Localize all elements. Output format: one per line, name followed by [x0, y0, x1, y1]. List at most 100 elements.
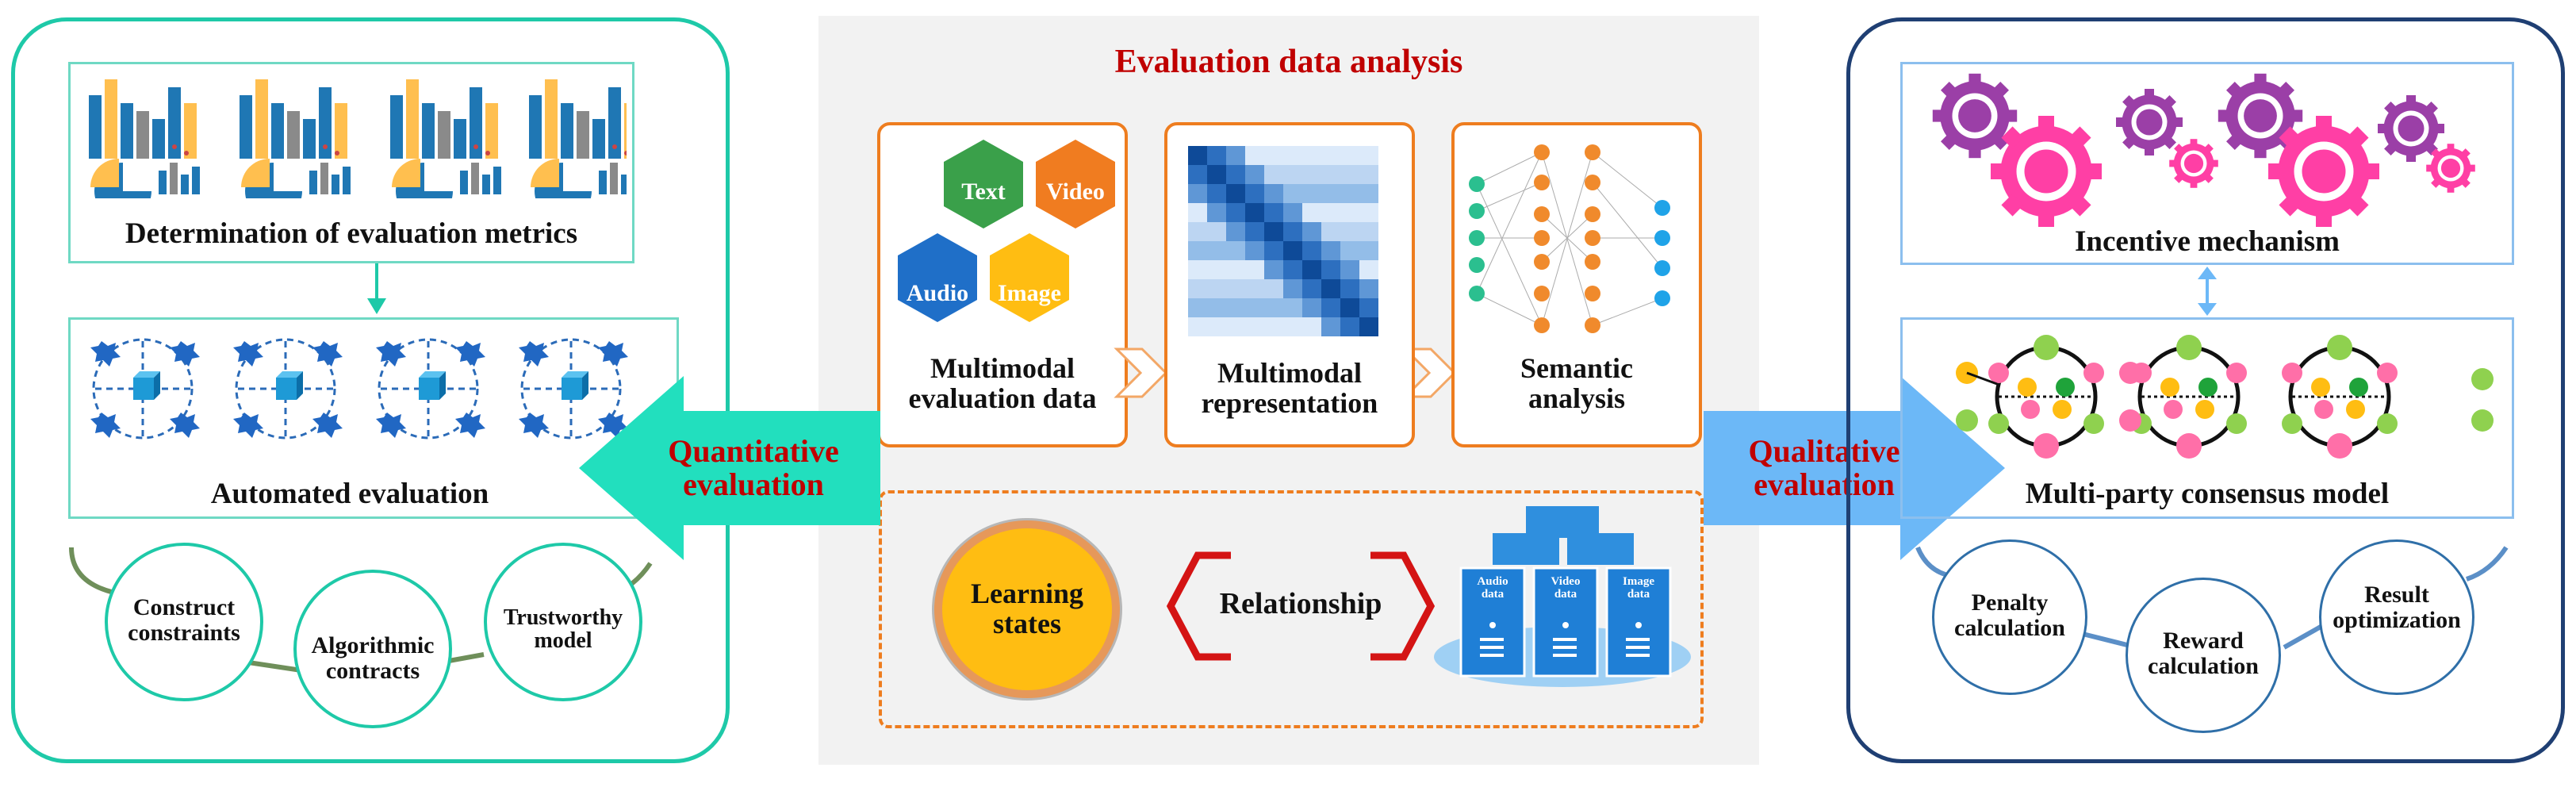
- result-line1: Result: [2364, 582, 2429, 608]
- heatmap-cell: [1188, 260, 1207, 279]
- heatmap-cell: [1245, 317, 1264, 336]
- construct-constraints-circle: [105, 543, 263, 701]
- heatmap-cell: [1245, 184, 1264, 203]
- trustworthy-model-label: Trustworthy model: [484, 606, 642, 653]
- heatmap-cell: [1340, 241, 1359, 260]
- heatmap-cell: [1340, 260, 1359, 279]
- heatmap-cell: [1245, 298, 1264, 317]
- double-arrow-icon: [2198, 267, 2217, 316]
- heatmap-cell: [1283, 260, 1302, 279]
- heatmap-cell: [1302, 222, 1321, 241]
- heatmap-cell: [1302, 146, 1321, 165]
- heatmap-cell: [1226, 146, 1245, 165]
- heatmap-cell: [1283, 165, 1302, 184]
- heatmap-cell: [1340, 165, 1359, 184]
- heatmap-cell: [1245, 165, 1264, 184]
- box3-line2: analysis: [1528, 382, 1626, 414]
- heatmap-cell: [1321, 222, 1340, 241]
- construct-constraints-label: Construct constraints: [105, 595, 263, 645]
- consensus-network-icon: [1956, 321, 2494, 479]
- heatmap-cell: [1226, 203, 1245, 222]
- chevron-arrow-icon: [1114, 347, 1168, 398]
- construct-line1: Construct: [132, 594, 236, 620]
- heatmap-cell: [1283, 203, 1302, 222]
- heatmap-cell: [1340, 317, 1359, 336]
- heatmap-cell: [1283, 184, 1302, 203]
- result-optimization-circle: [2319, 539, 2474, 695]
- heatmap-cell: [1302, 184, 1321, 203]
- box1-line1: Multimodal: [930, 352, 1075, 384]
- trustworthy-line1: Trustworthy: [503, 605, 623, 630]
- data-storage-box: [879, 490, 1704, 728]
- qualitative-evaluation-arrow: [1704, 376, 2005, 560]
- reward-line2: calculation: [2148, 652, 2259, 679]
- heatmap-cell: [1340, 203, 1359, 222]
- heatmap-cell: [1207, 222, 1226, 241]
- quantitative-evaluation-arrow: [579, 376, 880, 560]
- heatmap-cell: [1283, 298, 1302, 317]
- heatmap-cell: [1302, 203, 1321, 222]
- heatmap-cell: [1188, 146, 1207, 165]
- heatmap-cell: [1340, 146, 1359, 165]
- video-hex-label: Video: [1046, 179, 1105, 205]
- heatmap-cell: [1340, 279, 1359, 298]
- heatmap-cell: [1302, 279, 1321, 298]
- modality-hexagons: [898, 140, 1115, 322]
- algorithmic-contracts-circle: [293, 570, 452, 728]
- heatmap-cell: [1264, 241, 1283, 260]
- heatmap-cell: [1226, 317, 1245, 336]
- heatmap-cell: [1245, 222, 1264, 241]
- multimodal-representation-label: Multimodal representation: [1164, 358, 1415, 419]
- incentive-box: [1900, 62, 2514, 265]
- heatmap-cell: [1188, 241, 1207, 260]
- heatmap-cell: [1226, 241, 1245, 260]
- heatmap-cell: [1207, 279, 1226, 298]
- penalty-line1: Penalty: [1971, 589, 2049, 616]
- heatmap-cell: [1188, 184, 1207, 203]
- learning-states-label: Learning states: [934, 578, 1120, 639]
- penalty-calculation-circle: [1932, 539, 2087, 695]
- heatmap-cell: [1321, 165, 1340, 184]
- box3-line1: Semantic: [1520, 352, 1633, 384]
- heatmap-cell: [1340, 298, 1359, 317]
- heatmap-cell: [1188, 222, 1207, 241]
- learning-line1: Learning: [970, 578, 1083, 609]
- multimodal-data-label: Multimodal evaluation data: [877, 352, 1128, 414]
- heatmap-cell: [1264, 222, 1283, 241]
- heatmap-cell: [1264, 146, 1283, 165]
- heatmap-cell: [1226, 222, 1245, 241]
- audio-data-line2: data: [1481, 587, 1505, 601]
- trustworthy-model-circle: [484, 543, 642, 701]
- heatmap-cell: [1359, 298, 1378, 317]
- consensus-label: Multi-party consensus model: [2025, 478, 2390, 510]
- image-data-line2: data: [1627, 587, 1650, 601]
- heatmap-cell: [1264, 317, 1283, 336]
- heatmap-cell: [1207, 165, 1226, 184]
- incentive-label: Incentive mechanism: [2075, 225, 2340, 258]
- relationship-brackets: [1166, 551, 1436, 661]
- result-line2: optimization: [2333, 606, 2461, 633]
- construct-line2: constraints: [128, 619, 240, 646]
- heatmap-cell: [1321, 279, 1340, 298]
- image-data-label: Image data: [1607, 575, 1670, 601]
- heatmap-cell: [1359, 146, 1378, 165]
- automated-label: Automated evaluation: [210, 478, 489, 510]
- heatmap-cell: [1226, 279, 1245, 298]
- image-hex-label: Image: [998, 280, 1061, 306]
- audio-data-line1: Audio: [1477, 575, 1508, 588]
- heatmap-cell: [1226, 298, 1245, 317]
- relationship-label: Relationship: [1219, 587, 1382, 620]
- heatmap-cell: [1283, 241, 1302, 260]
- heatmap-cell: [1264, 203, 1283, 222]
- text-hexagon: [944, 140, 1023, 228]
- quantitative-line1: Quantitative: [668, 433, 839, 469]
- quantitative-label: Quantitative evaluation: [634, 435, 872, 501]
- heatmap-cell: [1264, 298, 1283, 317]
- heatmap-cell: [1302, 260, 1321, 279]
- right-panel: [1846, 17, 2565, 763]
- heatmap-cell: [1321, 260, 1340, 279]
- qualitative-line2: evaluation: [1754, 466, 1895, 502]
- video-data-label: Video data: [1534, 575, 1597, 601]
- penalty-line2: calculation: [1954, 614, 2065, 641]
- algorithmic-contracts-label: Algorithmic contracts: [293, 633, 452, 683]
